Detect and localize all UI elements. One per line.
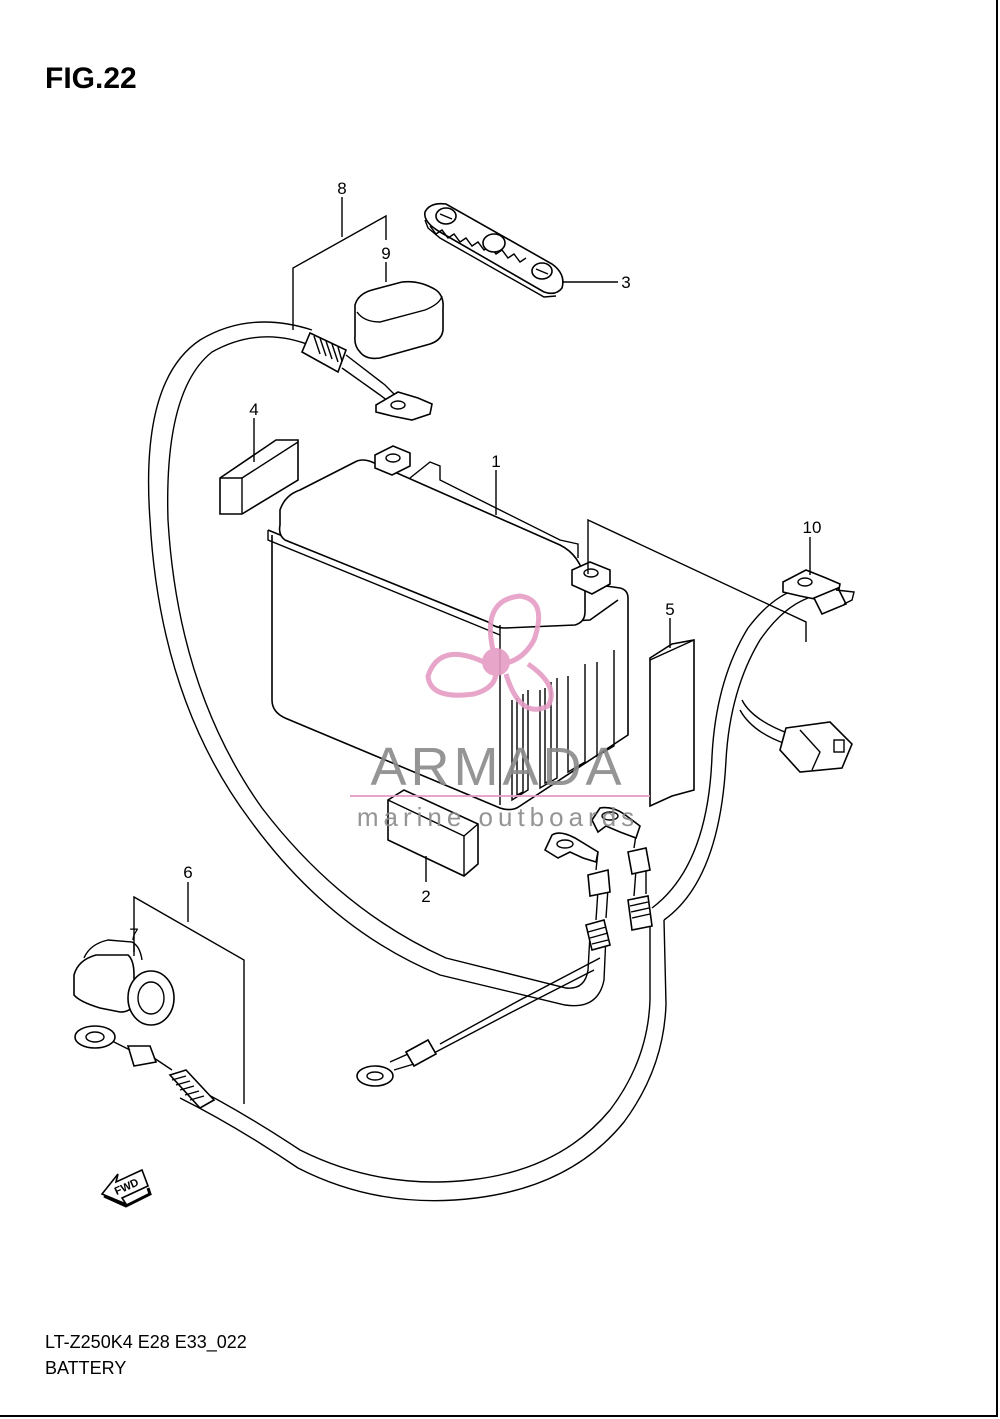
callout-7: 7	[129, 925, 138, 944]
callout-labels: 8 9 3 4 1 10 5 6 2 7	[129, 179, 821, 944]
leader-lines	[133, 197, 811, 1104]
watermark-name: ARMADA	[370, 737, 625, 797]
label-part-5	[649, 639, 695, 808]
terminal-cap	[354, 280, 444, 360]
watermark: ARMADA marine outboards	[350, 593, 650, 832]
negative-cable	[74, 806, 667, 1202]
watermark-tagline: marine outboards	[357, 802, 639, 832]
figure-title: FIG.22	[45, 62, 137, 95]
callout-9: 9	[381, 244, 390, 263]
callout-2: 2	[421, 887, 430, 906]
watermark-hub	[482, 648, 510, 676]
terminal-boot	[73, 939, 175, 1026]
callout-5: 5	[665, 600, 674, 619]
fuse-lead	[651, 569, 855, 921]
model-code: LT-Z250K4 E28 E33_022	[45, 1332, 247, 1352]
positive-cable	[147, 321, 611, 1007]
callout-3: 3	[621, 273, 630, 292]
battery-case	[267, 445, 629, 811]
callout-10: 10	[803, 518, 822, 537]
battery-cover-plate	[423, 202, 564, 298]
diagram-subtitle: BATTERY	[45, 1358, 127, 1378]
pad-part-2	[387, 789, 479, 877]
callout-8: 8	[337, 179, 346, 198]
ground-wire	[356, 957, 601, 1087]
callout-1: 1	[491, 452, 500, 471]
callout-6: 6	[183, 863, 192, 882]
pad-part-4	[219, 439, 299, 515]
watermark-propeller-icon	[425, 593, 554, 712]
callout-4: 4	[249, 400, 258, 419]
forward-direction-arrow: FWD	[100, 1168, 152, 1208]
